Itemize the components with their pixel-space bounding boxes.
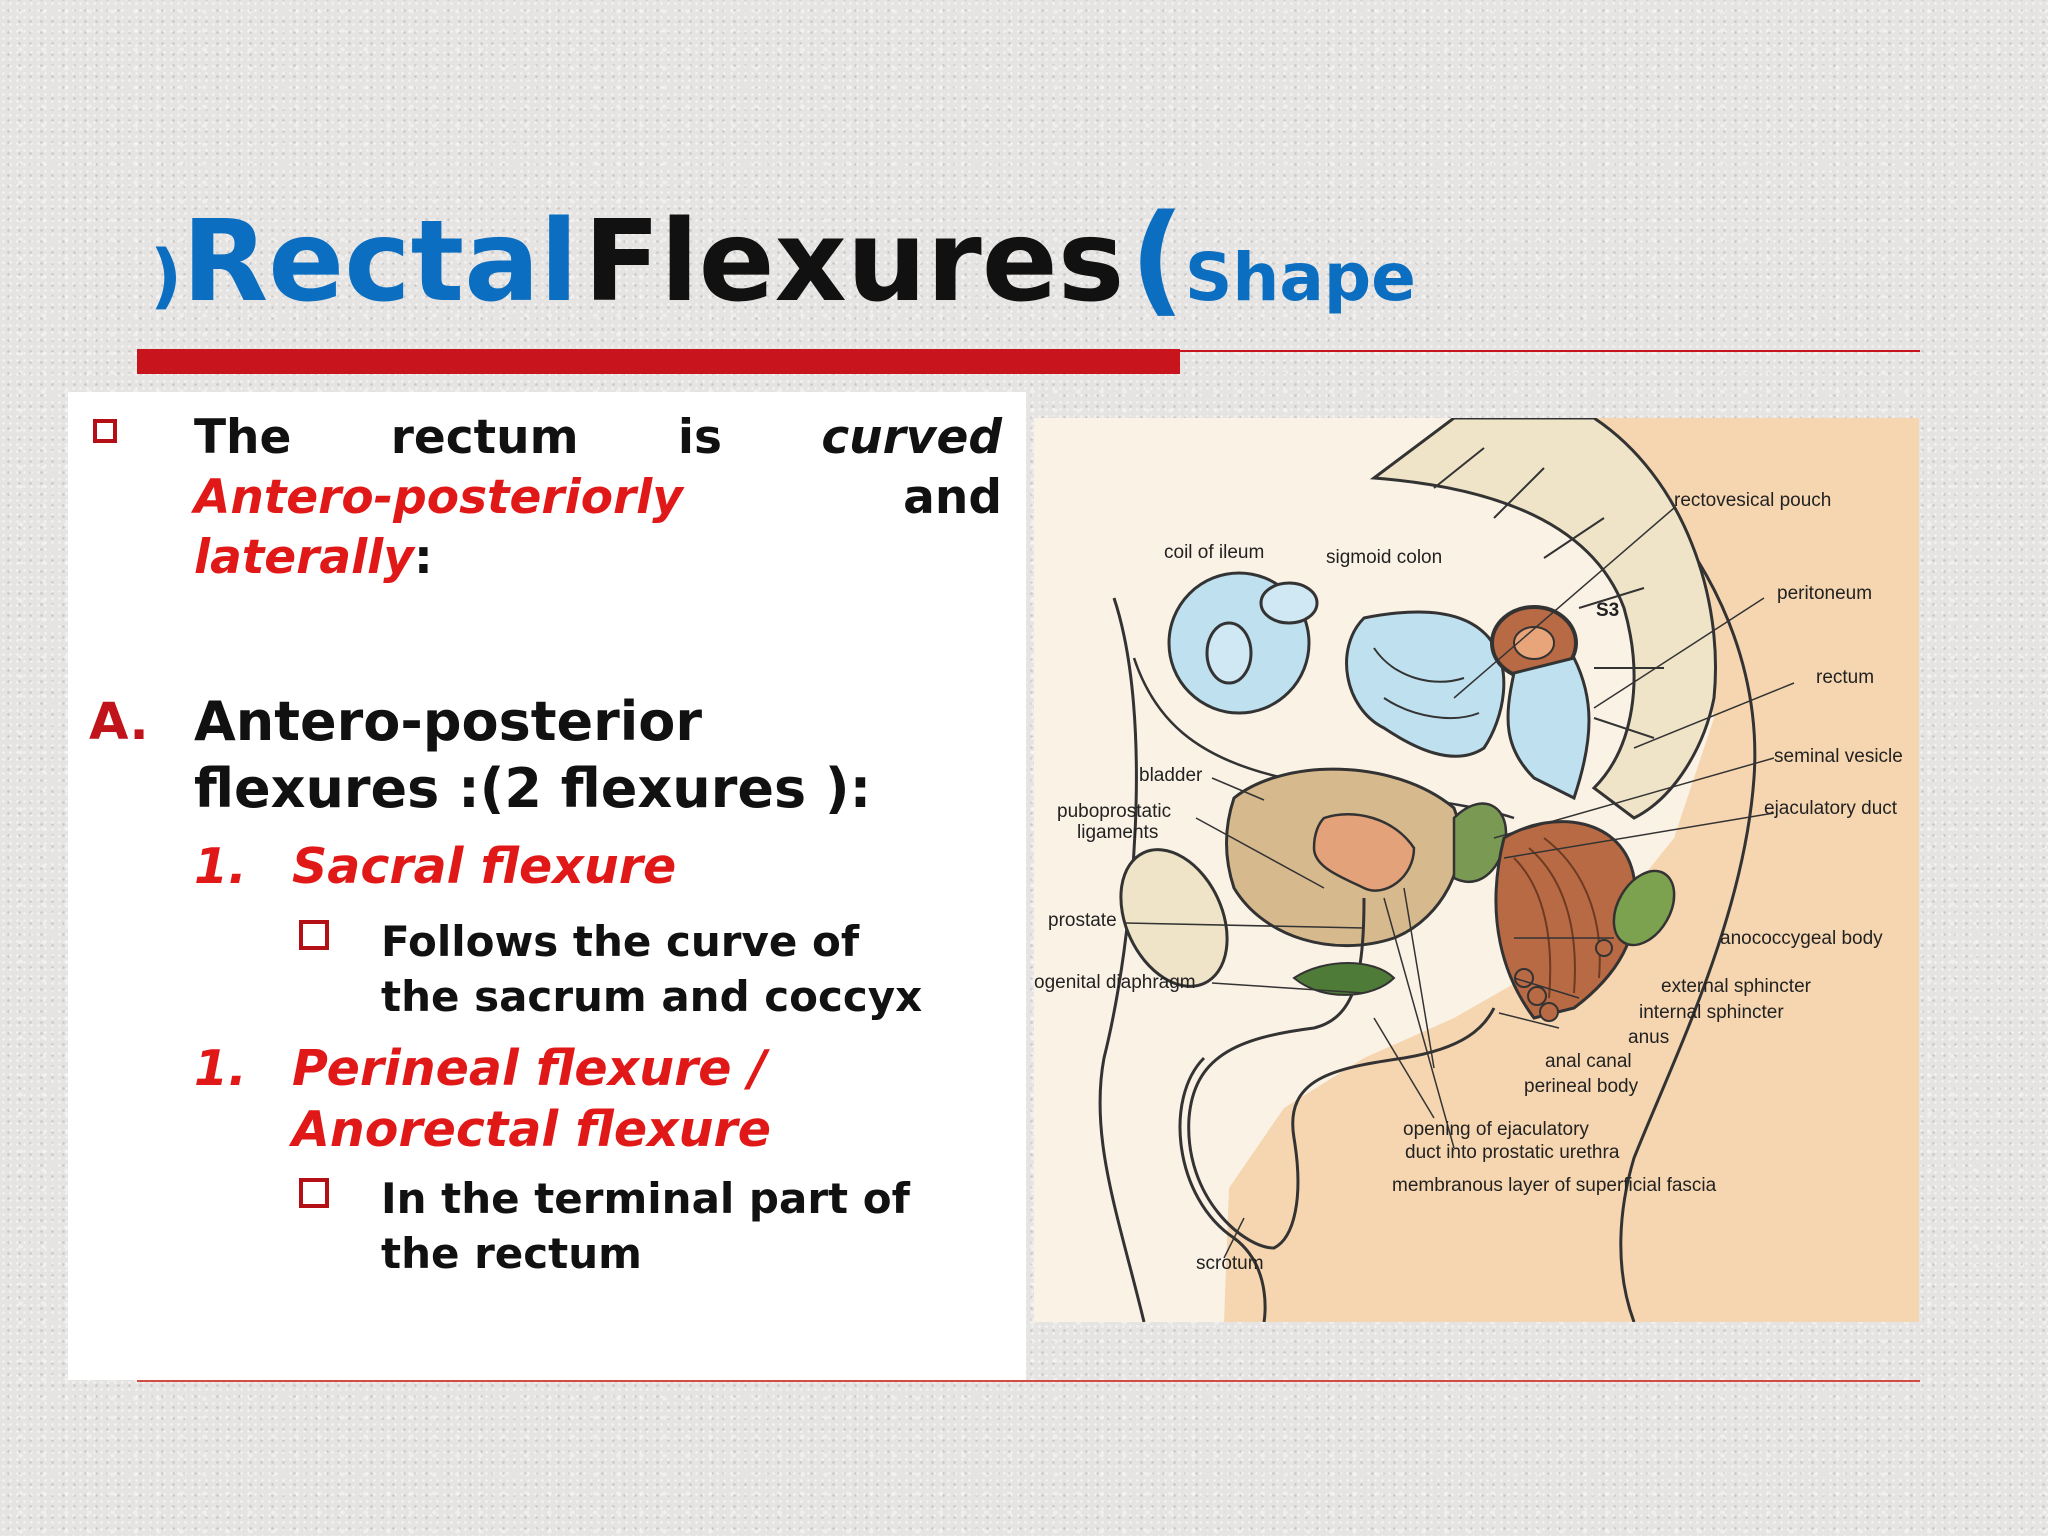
intro-line-3: laterally: [194, 530, 433, 586]
label-rectum: rectum [1816, 667, 1874, 688]
title-underline-bar [137, 349, 1180, 374]
item-sub-line: the sacrum and coccyx [381, 972, 923, 1021]
sub-bullet-square-icon [299, 920, 329, 950]
intro-word-curved: curved [821, 410, 1002, 465]
label-peritoneum: peritoneum [1777, 583, 1872, 604]
label-external-sphincter: external sphincter [1661, 976, 1812, 997]
anal-canal [1494, 820, 1638, 1020]
label-sigmoid-colon: sigmoid colon [1326, 547, 1442, 568]
item-title-sacral: Sacral flexure [292, 838, 677, 895]
slide-title: )Rectal Flexures (Shape [150, 200, 1416, 320]
label-rectovesical-pouch: rectovesical pouch [1674, 490, 1831, 511]
sub-bullet-square-icon [299, 1178, 329, 1208]
leader-lines [1123, 507, 1795, 1259]
label-duct-prostatic-urethra: duct into prostatic urethra [1405, 1142, 1620, 1163]
anococcygeal-body [1612, 869, 1676, 947]
section-heading-line-2: flexures :(2 flexures ): [194, 757, 872, 820]
title-word-rectal: Rectal [182, 197, 579, 327]
sigmoid-colon [1345, 610, 1506, 758]
label-anus: anus [1628, 1027, 1669, 1048]
pubic-bone [1119, 848, 1229, 988]
text-panel [68, 392, 1026, 1380]
body-silhouette [1224, 418, 1919, 1322]
item-sub-line: Follows the curve of [381, 917, 860, 966]
label-coil-of-ileum: coil of ileum [1164, 542, 1264, 563]
intro-colon: : [413, 530, 433, 585]
label-scrotum: scrotum [1196, 1253, 1264, 1274]
intro-word: is [677, 410, 722, 465]
label-prostate: prostate [1048, 910, 1117, 931]
label-s3: S3 [1596, 600, 1619, 621]
label-bladder: bladder [1139, 765, 1203, 786]
sacral-segments [1433, 447, 1664, 739]
label-opening-ejaculatory: opening of ejaculatory [1403, 1119, 1589, 1140]
intro-word: The [194, 410, 292, 465]
intro-word-antero-posteriorly: Antero-posteriorly [194, 470, 683, 525]
anatomy-illustration: coil of ileum sigmoid colon rectovesical… [1034, 418, 1919, 1322]
abdominal-wall [1098, 597, 1146, 1322]
item-sub-line: In the terminal part of [381, 1174, 910, 1223]
item-sub-line: the rectum [381, 1229, 642, 1278]
label-internal-sphincter: internal sphincter [1639, 1002, 1784, 1023]
label-seminal-vesicle: seminal vesicle [1774, 746, 1903, 767]
title-word-shape: Shape [1184, 239, 1416, 316]
bullet-square-icon [93, 419, 117, 443]
label-ejaculatory-duct: ejaculatory duct [1764, 798, 1898, 819]
sacrum [1369, 418, 1717, 820]
label-urogenital-diaphragm: ogenital diaphragm [1034, 972, 1196, 993]
intro-line-1: The rectum is curved [194, 410, 1002, 466]
title-close-paren: ( [1129, 190, 1185, 329]
section-heading-line-1: Antero-posterior [194, 690, 703, 753]
intro-line-2: Antero-posteriorly and [194, 470, 1002, 526]
section-marker: A. [89, 693, 149, 752]
urogenital-diaphragm [1292, 962, 1396, 996]
label-anococcygeal-body: anococcygeal body [1720, 928, 1883, 949]
title-open-paren: ) [150, 235, 182, 317]
intro-word: rectum [390, 410, 579, 465]
label-ligaments: ligaments [1077, 822, 1158, 843]
item-number: 1. [194, 1040, 247, 1097]
urethra [1187, 897, 1496, 1250]
bottom-rule [137, 1380, 1920, 1382]
label-perineal-body: perineal body [1524, 1076, 1639, 1097]
item-number: 1. [194, 838, 247, 895]
anatomy-diagram: coil of ileum sigmoid colon rectovesical… [1034, 418, 1919, 1322]
item-title-perineal: Perineal flexure / [292, 1040, 767, 1097]
label-membranous-layer: membranous layer of superficial fascia [1392, 1175, 1717, 1196]
intro-word-laterally: laterally [194, 530, 414, 585]
title-word-flexures: Flexures [583, 197, 1125, 327]
item-title-anorectal: Anorectal flexure [292, 1101, 771, 1158]
intro-word-and: and [903, 470, 1002, 525]
label-puboprostatic: puboprostatic [1057, 801, 1171, 822]
prostate-urethra [1312, 813, 1416, 892]
label-anal-canal: anal canal [1545, 1051, 1632, 1072]
title-underline-line [1180, 350, 1920, 352]
